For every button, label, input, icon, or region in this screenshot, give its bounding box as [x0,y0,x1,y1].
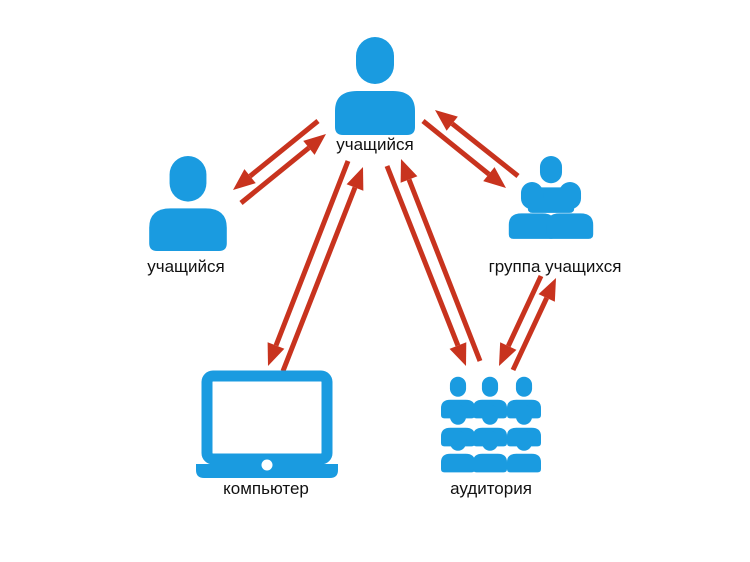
laptop-icon [196,370,338,478]
left-student-label: учащийся [147,257,225,276]
top-student-person-icon [335,37,415,135]
arrow-head [538,278,556,302]
arrow-head [303,134,326,155]
arrow-head [483,167,506,188]
group-icon [508,156,594,239]
arrow-shaft [239,145,311,205]
arrow-shaft [506,274,544,348]
left-student-person-icon [149,156,227,252]
audience-icon [441,376,541,473]
arrow-head [346,167,364,191]
arrow-shaft [406,178,483,362]
arrow-head [400,159,418,183]
arrow-shaft [421,119,491,177]
connection-arrows [233,110,556,372]
top-student-label: учащийся [336,135,414,154]
arrow-head [435,110,458,131]
arrow-head [449,342,467,366]
arrow-head [499,342,517,366]
arrow-shaft [450,121,520,178]
arrow-shaft [384,165,461,347]
arrow-head [267,342,285,366]
arrow-head [233,169,256,190]
group-label: группа учащихся [488,257,622,276]
arrow-shaft [248,119,320,179]
arrow-shaft [510,296,549,372]
arrow-shaft [273,160,351,347]
computer-label: компьютер [223,479,309,498]
arrow-shaft [280,186,358,372]
audience-label: аудитория [450,479,532,498]
